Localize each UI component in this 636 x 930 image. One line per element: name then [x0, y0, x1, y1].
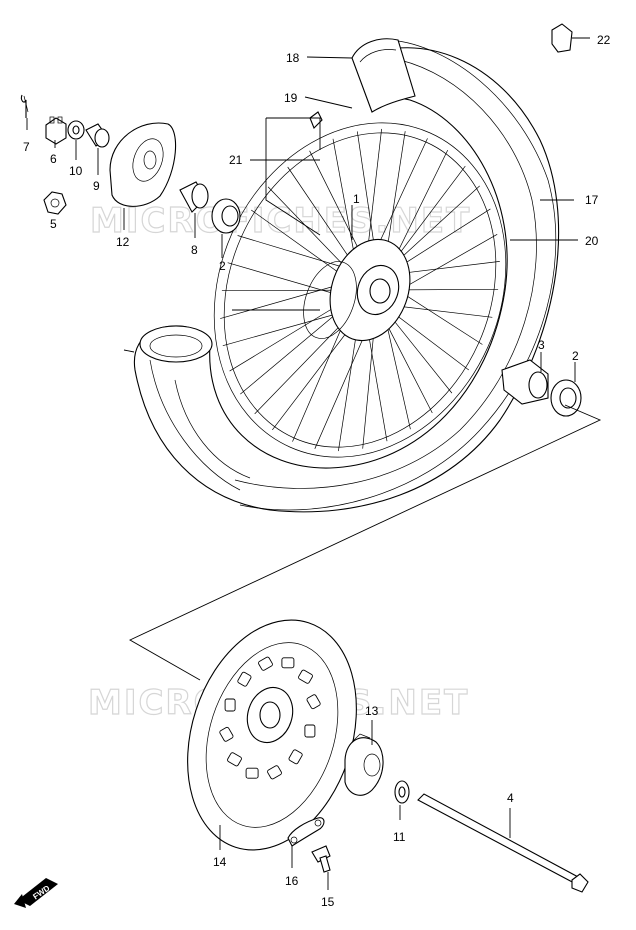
callout-6: 6 [50, 152, 57, 166]
bearing-2-right [550, 379, 582, 417]
callout-9: 9 [93, 179, 100, 193]
brake-panel-cover-12 [109, 122, 177, 207]
disc-slot [298, 669, 313, 684]
callout-19: 19 [284, 91, 298, 105]
bearing-2-left [211, 198, 241, 234]
spacer-3-right [501, 359, 549, 405]
speedometer-gearbox-13 [344, 733, 384, 796]
spacer-8 [179, 181, 209, 213]
callout-17: 17 [585, 193, 599, 207]
disc-slot [245, 767, 259, 779]
callout-18: 18 [286, 51, 300, 65]
callout-4: 4 [507, 791, 514, 805]
callout-20: 20 [585, 234, 599, 248]
disc-slot [267, 765, 282, 780]
callout-7: 7 [23, 140, 30, 154]
brake-disc [187, 619, 357, 851]
callout-13: 13 [365, 704, 379, 718]
hub [303, 238, 411, 342]
bolt-15 [311, 845, 331, 873]
disc-slot [237, 671, 252, 687]
brake-disc-slots [219, 656, 321, 780]
tire [133, 38, 560, 513]
disc-slot [219, 726, 234, 742]
valve-19 [309, 111, 323, 129]
disc-slot [224, 698, 236, 712]
callouts: 1 2 2 3 4 5 6 7 8 9 10 11 12 13 14 15 16… [23, 33, 611, 909]
leader-lines [26, 37, 590, 890]
callout-15: 15 [321, 895, 335, 909]
callout-3: 3 [538, 338, 545, 352]
callout-22: 22 [597, 33, 611, 47]
callout-10: 10 [69, 164, 83, 178]
watermark-top: MICROFICHES.NET [90, 201, 471, 241]
callout-14: 14 [213, 855, 227, 869]
callout-5: 5 [50, 217, 57, 231]
callout-8: 8 [191, 243, 198, 257]
fwd-direction-badge: FWD [14, 878, 58, 908]
disc-slot [258, 656, 273, 671]
cotter-pin [20, 94, 29, 118]
axle-4 [417, 793, 589, 893]
callout-12: 12 [116, 235, 130, 249]
callout-2-right: 2 [572, 349, 579, 363]
washer-11 [394, 780, 410, 804]
callout-2-left: 2 [219, 259, 226, 273]
callout-21: 21 [229, 153, 243, 167]
callout-1: 1 [353, 192, 360, 206]
valve-cap-22 [551, 23, 573, 53]
disc-slot [288, 749, 303, 765]
disc-slot [306, 694, 321, 710]
washer-10 [67, 120, 85, 140]
spacer-9 [85, 123, 110, 148]
disc-slot [304, 724, 316, 738]
callout-11: 11 [393, 830, 406, 844]
disc-slot [281, 657, 295, 669]
disc-slot [227, 752, 242, 767]
lock-plate-16 [287, 817, 325, 847]
nut-5 [43, 191, 67, 215]
castle-nut [45, 116, 67, 145]
callout-16: 16 [285, 874, 299, 888]
